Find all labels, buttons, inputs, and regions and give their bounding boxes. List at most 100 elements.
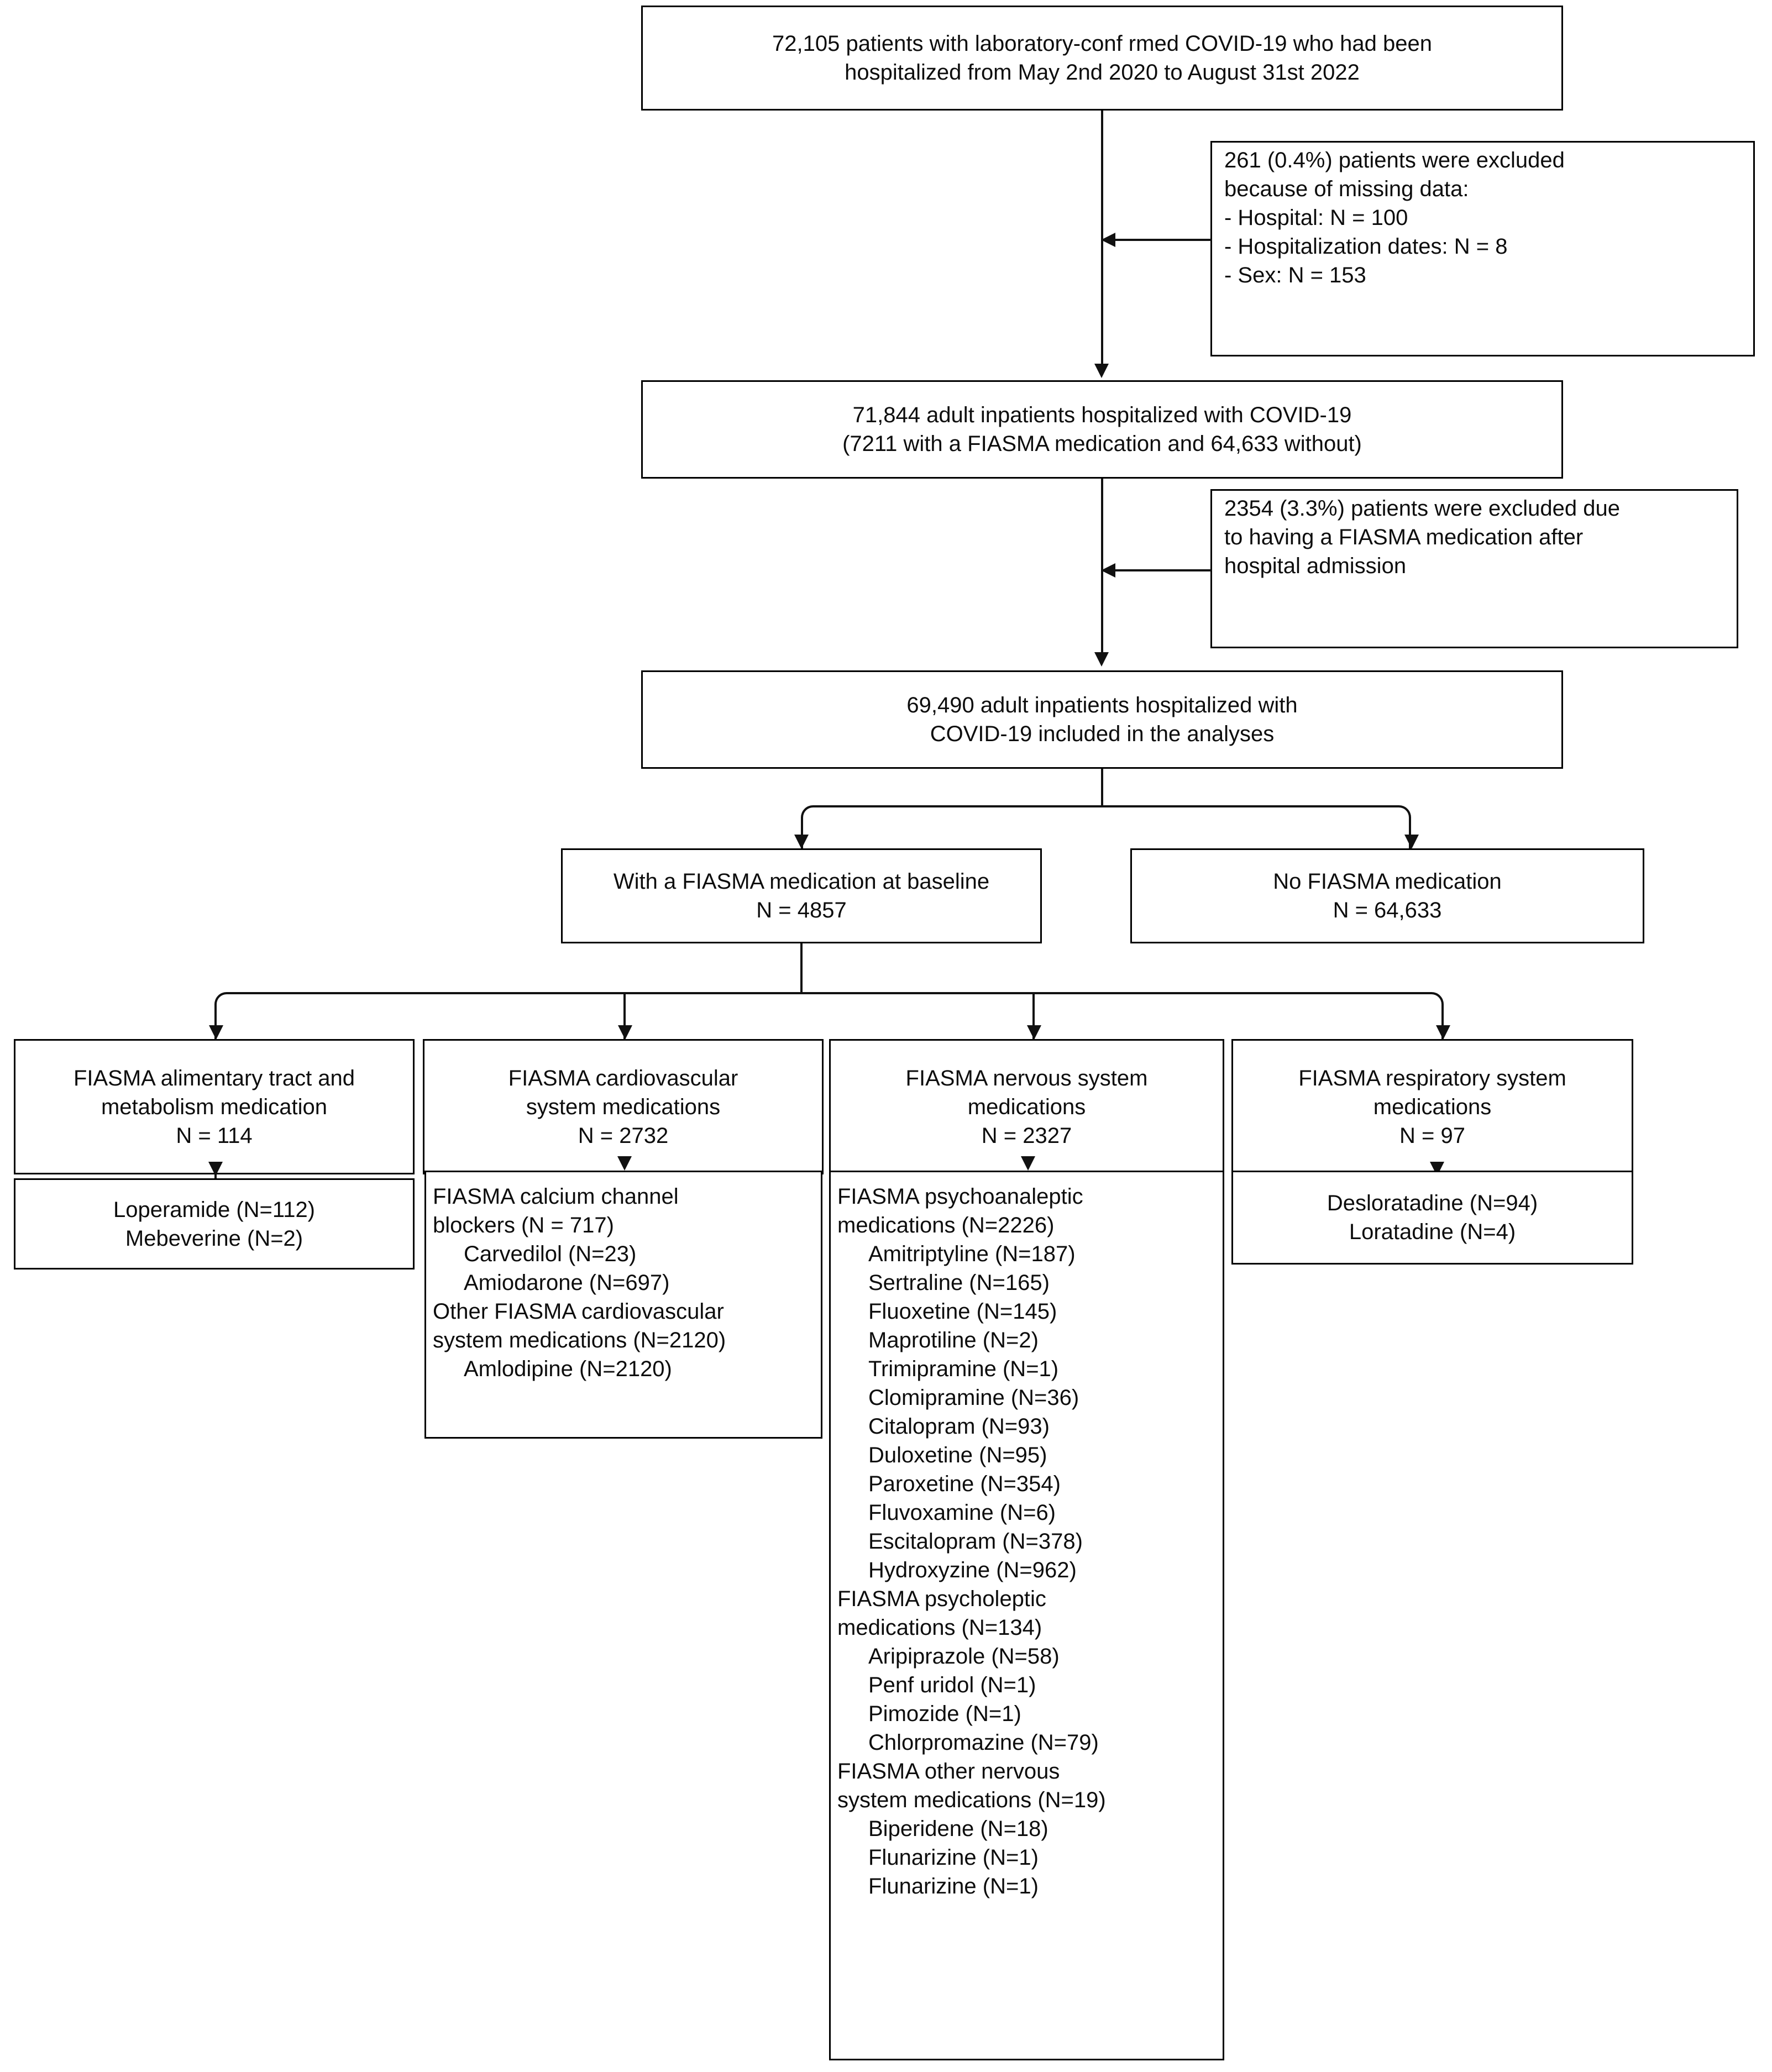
connector-split2-trunk (1101, 769, 1103, 806)
cohort-initial-line-1: 72,105 patients with laboratory-conf rme… (772, 32, 1432, 56)
arrowhead-cat-respiratory (1436, 1025, 1450, 1040)
exclusion-1-line-2: because of missing data: (1224, 177, 1469, 201)
connector-split2-left-elbow (801, 805, 1102, 849)
detail-nervous-line-25: Flunarizine (N=1) (868, 1874, 1039, 1898)
connector-split2-right-elbow (1102, 805, 1411, 849)
cat-cardiovascular-line-2: system medications (526, 1094, 721, 1119)
detail-nervous-line-17: Aripiprazole (N=58) (868, 1644, 1060, 1669)
arrowhead-cat-nervous (1027, 1025, 1041, 1040)
cat-nervous-line-3: N = 2327 (981, 1123, 1072, 1148)
detail-nervous-line-13: Escitalopram (N=378) (868, 1529, 1083, 1554)
node-detail-alimentary: Loperamide (N=112) Mebeverine (N=2) (14, 1178, 415, 1270)
detail-nervous-line-2: medications (N=2226) (837, 1213, 1055, 1237)
exclusion-2-line-3: hospital admission (1224, 554, 1407, 578)
arrowhead-detail-cardiovascular (617, 1156, 632, 1171)
detail-cardiovascular-line-6: system medications (N=2120) (433, 1328, 726, 1352)
detail-nervous-line-14: Hydroxyzine (N=962) (868, 1558, 1077, 1582)
node-detail-cardiovascular: FIASMA calcium channel blockers (N = 717)… (424, 1171, 822, 1439)
cohort-2-line-1: 71,844 adult inpatients hospitalized wit… (852, 403, 1352, 427)
node-arm-no-fiasma: No FIASMA medication N = 64,633 (1130, 848, 1644, 943)
node-arm-fiasma: With a FIASMA medication at baseline N =… (561, 848, 1042, 943)
detail-nervous-line-12: Fluvoxamine (N=6) (868, 1501, 1056, 1525)
connector-split4-inner-left (623, 992, 626, 1040)
detail-nervous-line-24: Flunarizine (N=1) (868, 1845, 1039, 1870)
arrowhead-arm-no-fiasma (1404, 835, 1419, 849)
arm-fiasma-line-2: N = 4857 (756, 898, 847, 922)
node-cohort-analyzed: 69,490 adult inpatients hospitalized wit… (641, 670, 1563, 769)
arrowhead-exclusion-2 (1101, 563, 1115, 578)
exclusion-2-line-1: 2354 (3.3%) patients were excluded due (1224, 496, 1621, 521)
node-cat-alimentary: FIASMA alimentary tract and metabolism m… (14, 1039, 415, 1174)
cohort-analyzed-line-2: COVID-19 included in the analyses (930, 722, 1275, 746)
node-detail-respiratory: Desloratadine (N=94) Loratadine (N=4) (1231, 1171, 1633, 1265)
detail-cardiovascular-line-7: Amlodipine (N=2120) (464, 1357, 672, 1381)
detail-respiratory-line-1: Desloratadine (N=94) (1327, 1191, 1538, 1215)
cohort-initial-line-2: hospitalized from May 2nd 2020 to August… (845, 60, 1360, 85)
exclusion-1-line-4: - Hospitalization dates: N = 8 (1224, 234, 1508, 259)
arrowhead-detail-nervous (1021, 1156, 1035, 1171)
detail-nervous-line-9: Citalopram (N=93) (868, 1414, 1050, 1439)
cat-respiratory-line-1: FIASMA respiratory system (1298, 1066, 1566, 1090)
node-exclusion-2: 2354 (3.3%) patients were excluded due t… (1210, 489, 1738, 648)
cat-nervous-line-1: FIASMA nervous system (905, 1066, 1148, 1090)
cohort-analyzed-line-1: 69,490 adult inpatients hospitalized wit… (906, 693, 1298, 717)
node-exclusion-1: 261 (0.4%) patients were excluded becaus… (1210, 141, 1755, 356)
cat-nervous-line-2: medications (967, 1094, 1086, 1119)
detail-respiratory-line-2: Loratadine (N=4) (1349, 1220, 1516, 1244)
cat-alimentary-line-3: N = 114 (176, 1123, 253, 1148)
arm-no-fiasma-line-1: No FIASMA medication (1273, 869, 1502, 894)
exclusion-2-line-2: to having a FIASMA medication after (1224, 525, 1584, 549)
detail-nervous-line-8: Clomipramine (N=36) (868, 1386, 1079, 1410)
detail-nervous-line-18: Penf uridol (N=1) (868, 1673, 1036, 1697)
cohort-2-line-2: (7211 with a FIASMA medication and 64,63… (842, 432, 1362, 456)
connector-exclusion-2 (1102, 569, 1212, 571)
detail-nervous-line-5: Fluoxetine (N=145) (868, 1299, 1057, 1324)
detail-nervous-line-3: Amitriptyline (N=187) (868, 1242, 1076, 1266)
connector-split4-inner-right (1032, 992, 1035, 1040)
connector-exclusion-1 (1102, 239, 1212, 241)
exclusion-1-line-5: - Sex: N = 153 (1224, 263, 1366, 287)
arm-fiasma-line-1: With a FIASMA medication at baseline (613, 869, 990, 894)
detail-nervous-line-22: system medications (N=19) (837, 1788, 1106, 1812)
detail-nervous-line-19: Pimozide (N=1) (868, 1702, 1021, 1726)
detail-nervous-line-1: FIASMA psychoanaleptic (837, 1184, 1083, 1209)
cat-alimentary-line-1: FIASMA alimentary tract and (73, 1066, 355, 1090)
detail-cardiovascular-line-1: FIASMA calcium channel (433, 1184, 679, 1209)
detail-nervous-line-11: Paroxetine (N=354) (868, 1472, 1061, 1496)
connector-split4-trunk (800, 943, 803, 994)
node-cat-nervous: FIASMA nervous system medications N = 23… (829, 1039, 1224, 1174)
detail-nervous-line-10: Duloxetine (N=95) (868, 1443, 1047, 1467)
node-cat-respiratory: FIASMA respiratory system medications N … (1231, 1039, 1633, 1174)
node-cat-cardiovascular: FIASMA cardiovascular system medications… (423, 1039, 824, 1174)
detail-nervous-line-23: Biperidene (N=18) (868, 1817, 1048, 1841)
detail-alimentary-line-2: Mebeverine (N=2) (125, 1226, 303, 1251)
detail-nervous-line-15: FIASMA psycholeptic (837, 1587, 1046, 1611)
node-cohort-initial: 72,105 patients with laboratory-conf rme… (641, 6, 1563, 111)
arrowhead-exclusion-1 (1101, 233, 1115, 247)
detail-nervous-line-20: Chlorpromazine (N=79) (868, 1730, 1099, 1755)
arrowhead-arm-fiasma (794, 835, 809, 849)
detail-nervous-line-21: FIASMA other nervous (837, 1759, 1060, 1784)
connector-split4-far-left-elbow (214, 992, 801, 1040)
detail-nervous-line-4: Sertraline (N=165) (868, 1271, 1050, 1295)
detail-cardiovascular-line-5: Other FIASMA cardiovascular (433, 1299, 724, 1324)
arm-no-fiasma-line-2: N = 64,633 (1333, 898, 1442, 922)
detail-nervous-line-6: Maprotiline (N=2) (868, 1328, 1039, 1352)
cat-respiratory-line-2: medications (1373, 1094, 1492, 1119)
detail-cardiovascular-line-2: blockers (N = 717) (433, 1213, 614, 1237)
exclusion-1-line-3: - Hospital: N = 100 (1224, 206, 1408, 230)
detail-cardiovascular-line-4: Amiodarone (N=697) (464, 1271, 670, 1295)
connector-split4-far-right-elbow (801, 992, 1444, 1040)
cat-respiratory-line-3: N = 97 (1399, 1123, 1465, 1148)
node-detail-nervous: FIASMA psychoanaleptic medications (N=222… (829, 1171, 1224, 2060)
detail-nervous-line-16: medications (N=134) (837, 1615, 1042, 1640)
detail-alimentary-line-1: Loperamide (N=112) (113, 1197, 316, 1222)
cat-cardiovascular-line-3: N = 2732 (578, 1123, 669, 1148)
arrowhead-detail-alimentary (208, 1162, 223, 1176)
cat-cardiovascular-line-1: FIASMA cardiovascular (508, 1066, 738, 1090)
arrowhead-cat-alimentary (209, 1025, 223, 1040)
detail-cardiovascular-line-3: Carvedilol (N=23) (464, 1242, 637, 1266)
arrowhead-cat-cardiovascular (618, 1025, 632, 1040)
node-cohort-after-exclusion-1: 71,844 adult inpatients hospitalized wit… (641, 380, 1563, 479)
